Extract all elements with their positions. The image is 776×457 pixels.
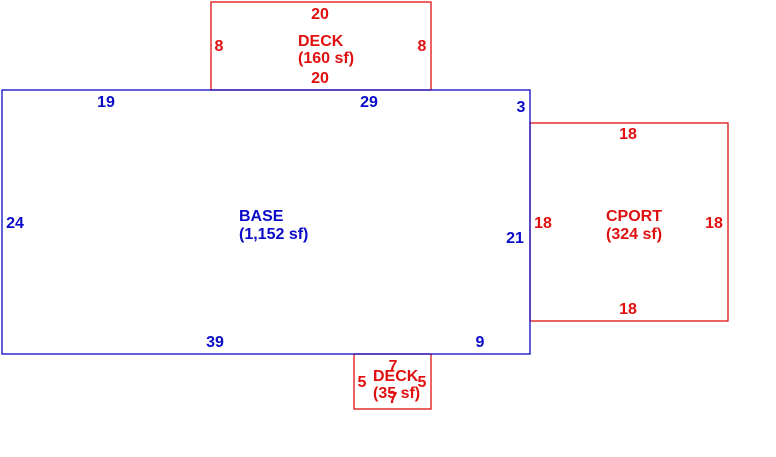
carport-dim-left: 18 — [534, 215, 552, 232]
carport-dim-top: 18 — [619, 126, 637, 143]
base-dim-top-right: 29 — [360, 94, 378, 111]
deck-top-dim-left: 8 — [215, 38, 224, 55]
base-area: (1,152 sf) — [239, 226, 308, 243]
deck-top-dim-right: 8 — [418, 38, 427, 55]
carport-name: CPORT — [606, 208, 662, 225]
deck-top-name: DECK — [298, 33, 344, 50]
deck-bottom-area: (35 sf) — [373, 385, 420, 402]
base-dim-bottom-right: 9 — [476, 334, 485, 351]
deck-top-dim-top: 20 — [311, 6, 329, 23]
base-outline — [1, 89, 531, 355]
deck-bottom-dim-top: 7 — [389, 358, 398, 375]
deck-top-area: (160 sf) — [298, 50, 354, 67]
deck-bottom-dim-left: 5 — [358, 374, 367, 391]
carport-dim-right: 18 — [705, 215, 723, 232]
base-dim-top-left: 19 — [97, 94, 115, 111]
base-dim-left: 24 — [6, 215, 24, 232]
carport-area: (324 sf) — [606, 226, 662, 243]
deck-top-dim-bottom: 20 — [311, 70, 329, 87]
base-dim-notch: 3 — [517, 99, 526, 116]
carport-dim-bottom: 18 — [619, 301, 637, 318]
base-dim-bottom-left: 39 — [206, 334, 224, 351]
deck-bottom-dim-bottom: 7 — [389, 390, 398, 407]
deck-bottom-dim-right: 5 — [418, 374, 427, 391]
base-dim-right: 21 — [506, 230, 524, 247]
base-name: BASE — [239, 208, 284, 225]
deck-bottom-name: DECK — [373, 368, 419, 385]
